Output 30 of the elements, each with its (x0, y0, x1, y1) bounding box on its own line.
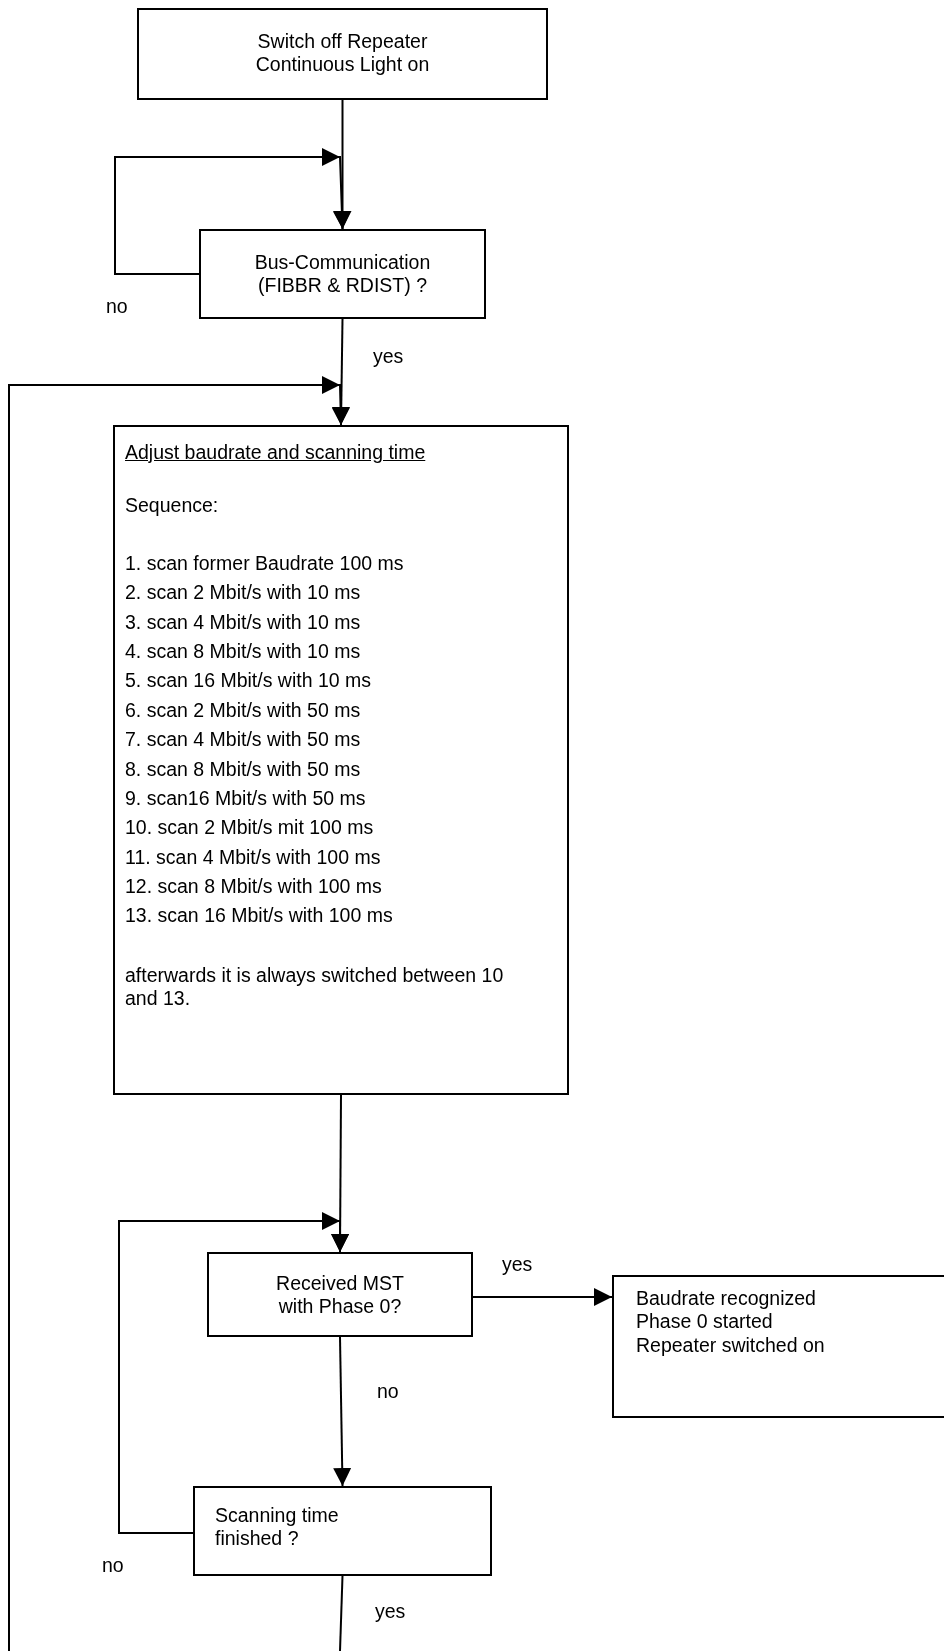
box-text: Repeater switched on (636, 1333, 825, 1358)
heading-text: Adjust baudrate and scanning time (125, 441, 426, 465)
list-item: 4. scan 8 Mbit/s with 10 ms (125, 639, 361, 664)
list-item: 8. scan 8 Mbit/s with 50 ms (125, 757, 361, 781)
decision-box (199, 229, 486, 319)
list-item: 7. scan 4 Mbit/s with 50 ms (125, 728, 361, 752)
result-box (612, 1275, 944, 1418)
box-text: Received MST with Phase 0? (275, 1272, 405, 1319)
list-item: 9. scan16 Mbit/s with 50 ms (125, 786, 366, 811)
box-text: Phase 0 started (636, 1310, 773, 1334)
list-item: 3. scan 4 Mbit/s with 10 ms (125, 610, 361, 634)
list-item: 5. scan 16 Mbit/s with 10 ms (125, 669, 372, 693)
box-text: Sequence: (125, 494, 219, 518)
list-item: 13. scan 16 Mbit/s with 100 ms (125, 904, 393, 928)
decision-box (193, 1486, 492, 1576)
list-item: 6. scan 2 Mbit/s with 50 ms (125, 698, 361, 723)
process-box (113, 425, 569, 1095)
list-item: 2. scan 2 Mbit/s with 10 ms (125, 581, 361, 605)
process-box (137, 8, 548, 100)
decision-box (207, 1252, 473, 1337)
list-item: 1. scan former Baudrate 100 ms (125, 551, 404, 576)
list-item: 11. scan 4 Mbit/s with 100 ms (125, 845, 381, 870)
box-text: Bus-Communication (FIBBR & RDIST) ? (253, 251, 432, 298)
list-item: 12. scan 8 Mbit/s with 100 ms (125, 875, 382, 899)
box-text: Switch off Repeater (257, 30, 428, 54)
list-item: 10. scan 2 Mbit/s mit 100 ms (125, 816, 374, 840)
box-text: Scanning time finished ? (215, 1504, 340, 1551)
box-text: Continuous Light on (255, 53, 430, 77)
box-text: afterwards it is always switched between 10 and 13. (125, 963, 505, 1011)
box-text: Baudrate recognized (636, 1287, 816, 1311)
